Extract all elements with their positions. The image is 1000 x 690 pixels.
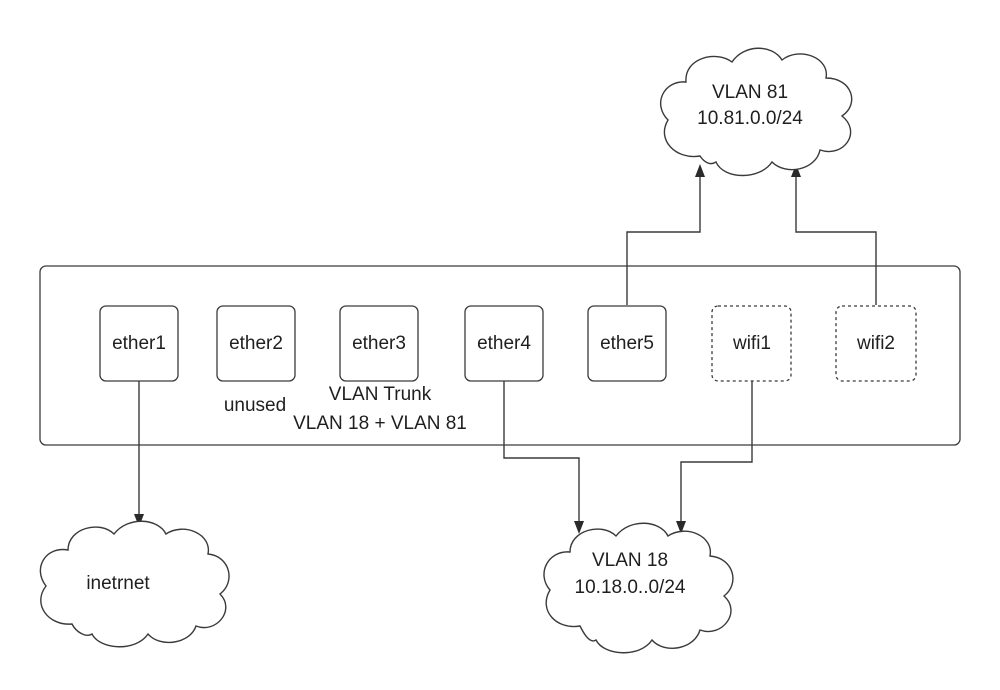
port-label-ether5: ether5: [600, 333, 654, 354]
cloud-vlan18[interactable]: VLAN 18 10.18.0..0/24: [543, 522, 734, 654]
port-label-ether4: ether4: [477, 333, 531, 354]
cloud-internet-label: inetrnet: [86, 573, 150, 594]
arrowhead-vlan81-right: [791, 164, 801, 177]
port-wifi1[interactable]: wifi1: [711, 305, 792, 382]
cloud-vlan81[interactable]: VLAN 81 10.81.0.0/24: [659, 47, 853, 177]
port-ether1[interactable]: ether1: [99, 305, 179, 382]
cloud-shape-vlan81: [659, 47, 853, 177]
connector-wifi2-vlan81: [795, 176, 877, 305]
connector-wifi1-vlan18: [680, 381, 753, 522]
port-box-ether1: [99, 305, 179, 382]
port-ether3[interactable]: ether3: [339, 305, 419, 382]
cloud-vlan81-subnet: 10.81.0.0/24: [697, 108, 803, 129]
arrowhead-internet: [134, 514, 144, 527]
port-box-ether2: [216, 305, 296, 382]
cloud-vlan81-name: VLAN 81: [712, 82, 788, 103]
port-ether2[interactable]: ether2: [216, 305, 296, 382]
note-ether3-trunk: VLAN Trunk: [329, 384, 432, 405]
arrowheads: [134, 164, 801, 534]
port-wifi2[interactable]: wifi2: [835, 305, 917, 382]
note-ether2-unused: unused: [224, 395, 286, 416]
port-ether5[interactable]: ether5: [587, 305, 667, 382]
cloud-shape-vlan18: [543, 522, 734, 654]
arrowhead-vlan81-left: [695, 164, 705, 177]
arrowhead-vlan18-left: [574, 521, 584, 534]
port-label-wifi2: wifi2: [856, 333, 895, 354]
connector-ether4-vlan18: [503, 381, 580, 522]
port-box-ether4: [464, 305, 544, 382]
cloud-vlan18-subnet: 10.18.0..0/24: [575, 577, 686, 598]
port-box-ether3: [339, 305, 419, 382]
port-label-ether2: ether2: [229, 333, 283, 354]
port-label-wifi1: wifi1: [732, 333, 771, 354]
port-label-ether3: ether3: [352, 333, 406, 354]
port-label-ether1: ether1: [112, 333, 166, 354]
port-box-wifi2: [835, 305, 917, 382]
cloud-shape-internet: [39, 520, 230, 648]
port-box-ether5: [587, 305, 667, 382]
port-ether4[interactable]: ether4: [464, 305, 544, 382]
port-box-wifi1: [711, 305, 792, 382]
arrowhead-vlan18-right: [676, 521, 686, 534]
cloud-internet[interactable]: inetrnet: [39, 520, 230, 648]
connector-ether5-vlan81: [626, 176, 701, 305]
note-ether3-vlans: VLAN 18 + VLAN 81: [293, 413, 467, 434]
cloud-vlan18-name: VLAN 18: [592, 550, 668, 571]
connector-lines: [138, 176, 877, 522]
